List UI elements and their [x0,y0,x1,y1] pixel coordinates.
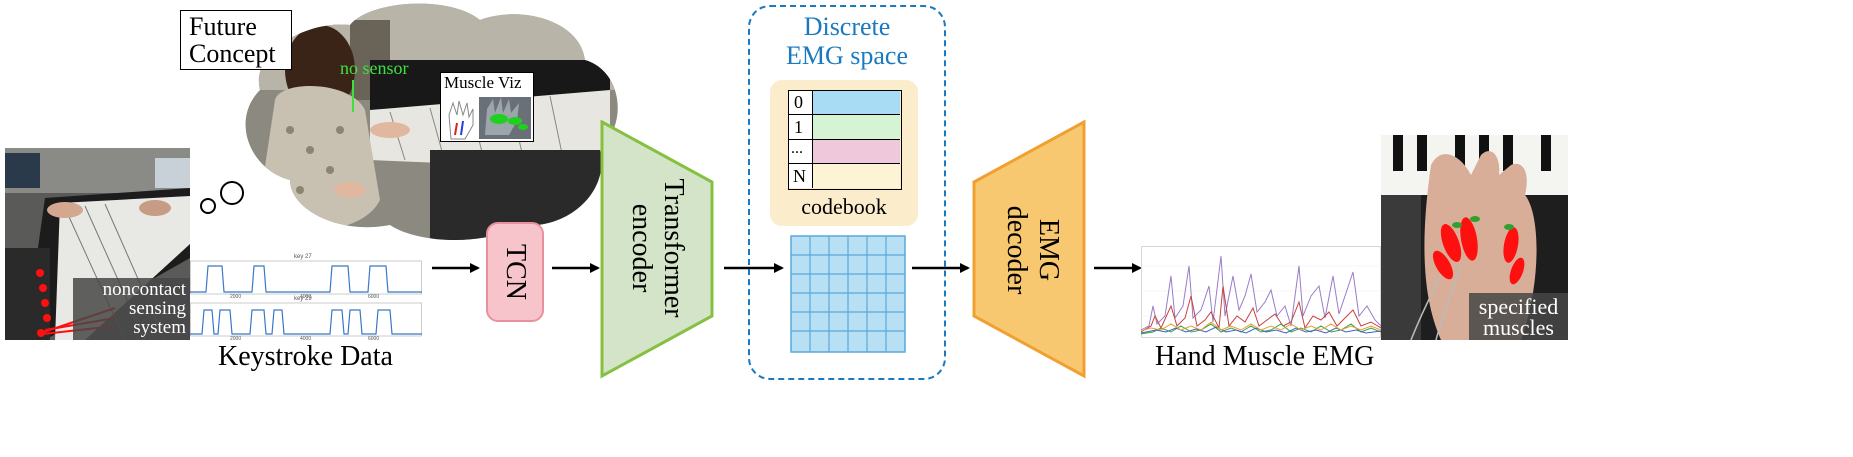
plot1-tick-c: 6000 [368,294,380,300]
discrete-space-title-line2: EMG space [785,41,908,70]
hand-muscles-photo: specified muscles [1381,135,1568,340]
codebook-panel: 0 1 ... N codebook [770,80,918,226]
codebook-table: 0 1 ... N [788,90,902,190]
decoder-trapezoid [972,120,1086,379]
muscles-label-line1: specified [1478,294,1559,319]
muscle-viz-hands-graphic [448,97,531,140]
codebook-index-3: N [789,164,813,188]
muscle-viz-box: Muscle Viz [440,72,534,142]
codebook-row-0: 0 [789,91,900,115]
codebook-row-2: ... [789,140,900,164]
decoder-label-line2: decoder [1001,205,1032,295]
encoder-trapezoid [600,120,714,379]
codebook-index-0: 0 [789,91,813,114]
codebook-vector-0 [813,91,900,114]
codebook-index-1: 1 [789,115,813,139]
encoder-label-line2: encoder [626,203,657,293]
plot2-tick-b: 4000 [300,336,312,342]
plot1-tick-a: 2000 [230,294,242,300]
codebook-vector-3 [813,164,900,188]
muscles-label-box: specified muscles [1469,293,1568,340]
discrete-space-title-line1: Discrete [803,12,891,41]
keystroke-plots-graphic [190,260,422,337]
future-concept-line2: Concept [189,39,276,68]
discrete-grid [790,235,906,353]
sensing-label-line1: noncontact [102,279,186,300]
decoder-label-line1: EMG [1033,218,1064,282]
plot1-tick-b: 4000 [300,294,312,300]
piano-scene-graphic [5,148,190,340]
encoder-label: Transformer encoder [625,179,689,318]
future-concept-box: Future Concept [180,10,292,70]
no-sensor-label: no sensor [340,58,409,78]
codebook-index-2: ... [789,140,813,163]
tcn-block-shape [486,222,544,322]
discrete-space-title: Discrete EMG space [748,12,946,70]
plot2-tick-a: 2000 [230,336,242,342]
sensing-label-line2: sensing [129,298,186,319]
muscles-label-line2: muscles [1483,315,1554,340]
piano-sensing-photo: noncontact sensing system [5,148,190,340]
plot1-title: key 27 [294,254,312,260]
sensing-label-box: noncontact sensing system [73,278,190,340]
tcn-block: TCN [486,222,544,322]
decoder-label: EMG decoder [1000,206,1064,295]
emg-signal-plot [1141,246,1381,338]
muscle-viz-label: Muscle Viz [444,73,522,92]
thought-bubble-graphic [200,3,618,240]
plot2-tick-c: 6000 [368,336,380,342]
codebook-row-1: 1 [789,115,900,140]
keystroke-caption: Keystroke Data [218,341,393,372]
emg-caption: Hand Muscle EMG [1155,341,1375,372]
codebook-row-3: N [789,164,900,188]
codebook-vector-2 [813,140,900,163]
plot2-title: key 29 [294,296,312,302]
keystroke-plot-area: key 27 key 29 2000 4000 6000 2000 4000 6… [190,254,422,342]
sensing-label-line3: system [133,317,186,338]
discrete-space-dashed-box [748,5,946,380]
future-concept-line1: Future [189,12,257,41]
encoder-label-line1: Transformer [658,178,689,318]
tcn-label: TCN [500,244,531,300]
codebook-label: codebook [801,194,887,219]
codebook-vector-1 [813,115,900,139]
